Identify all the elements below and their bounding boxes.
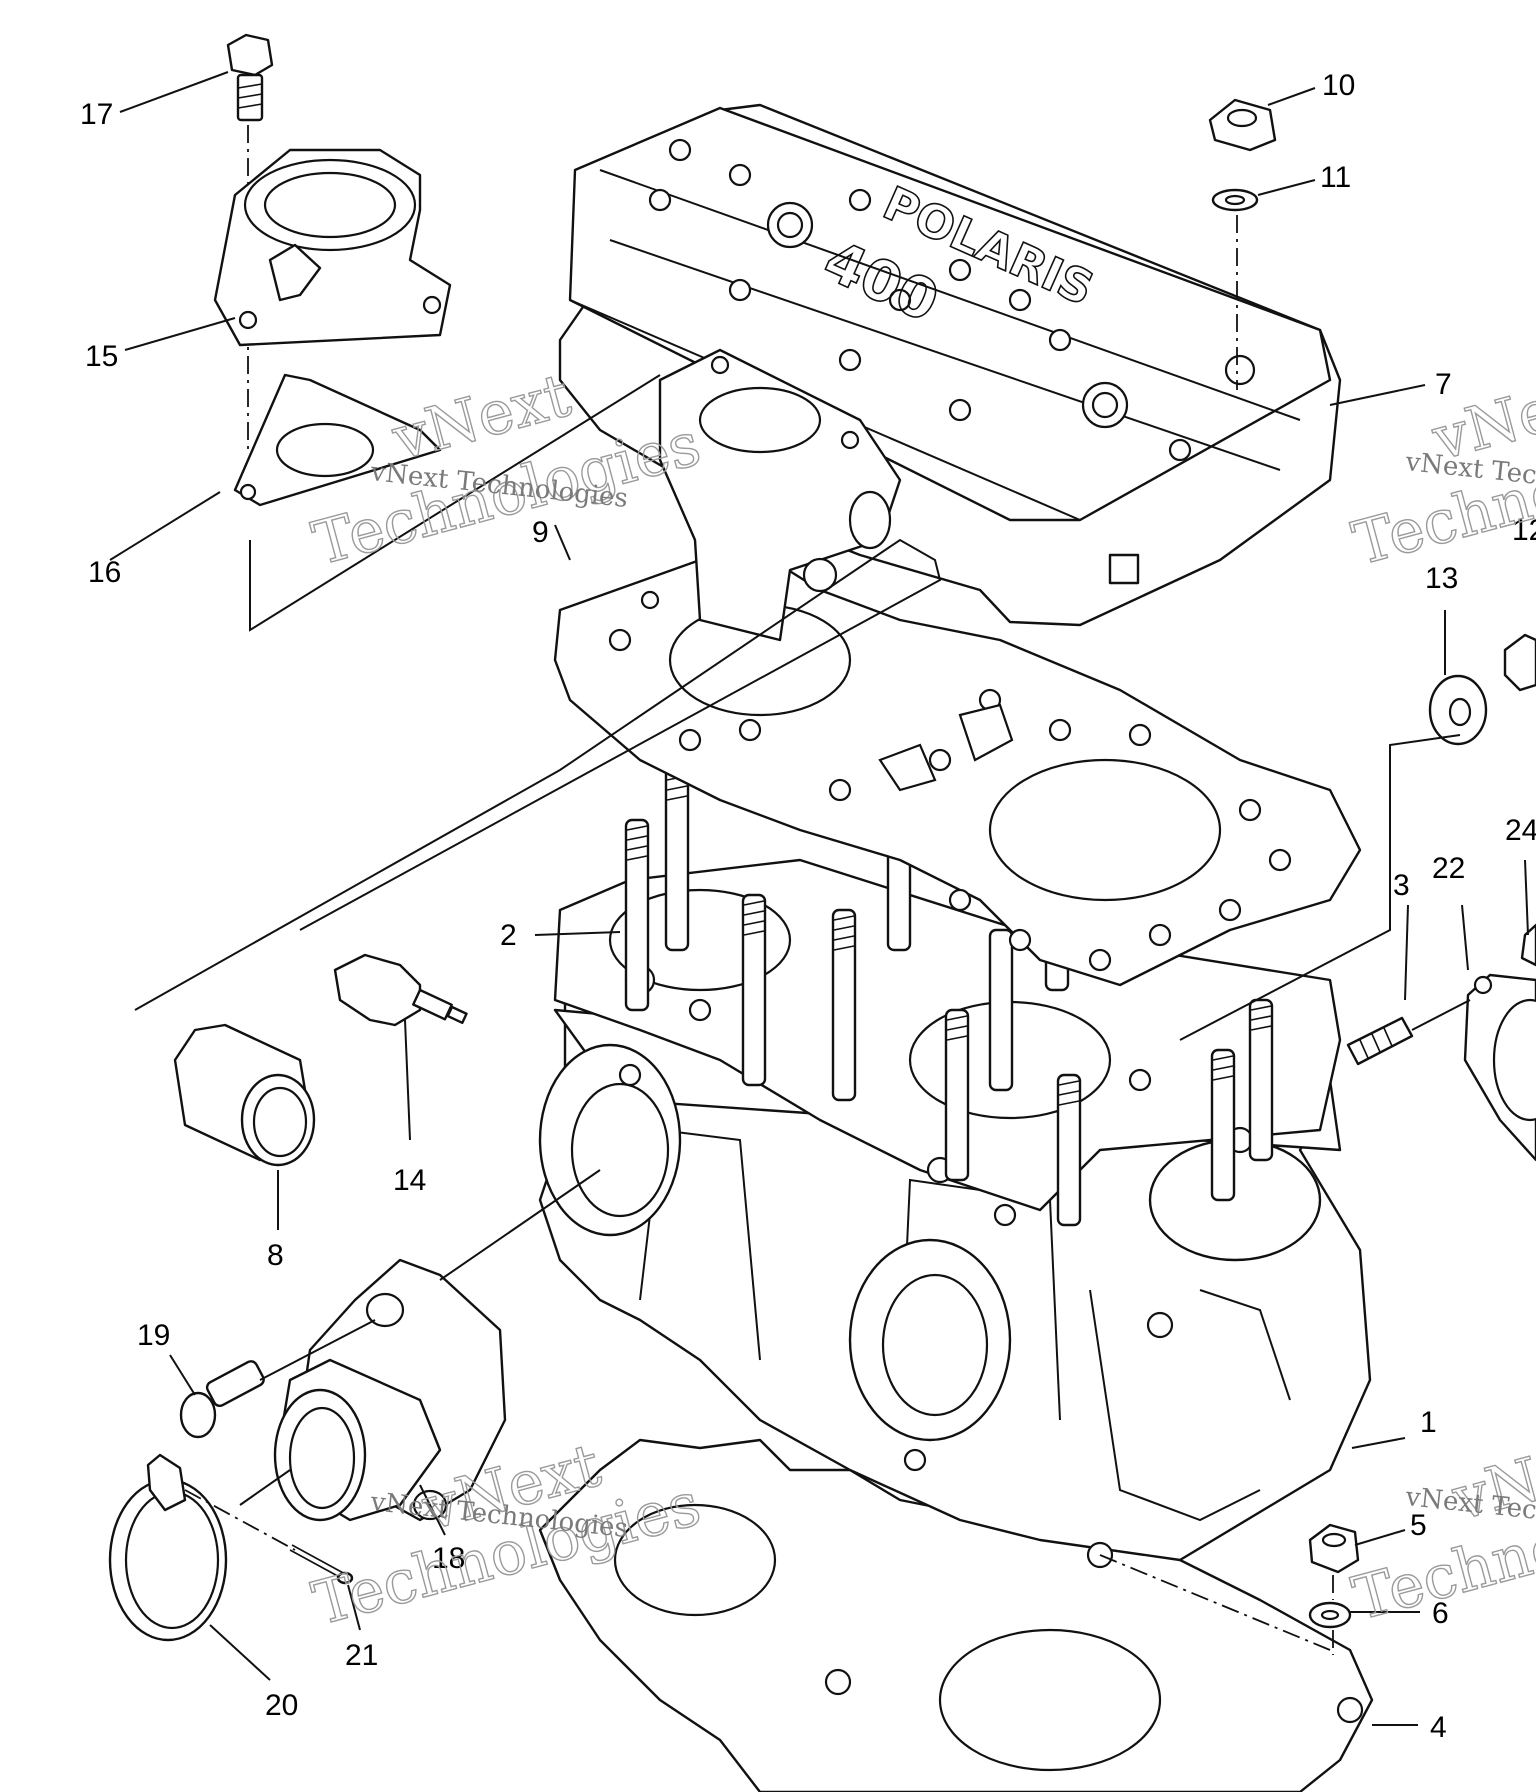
callout-13: 13 (1425, 562, 1458, 595)
screw-21 (289, 1544, 354, 1585)
gasket-16 (233, 373, 442, 507)
callout-9: 9 (532, 516, 549, 549)
callout-6: 6 (1432, 1597, 1449, 1630)
head-gasket (553, 558, 1362, 987)
washer-6 (1308, 1601, 1352, 1629)
callout-7: 7 (1435, 368, 1452, 401)
callout-1: 1 (1420, 1406, 1437, 1439)
washer-11 (1211, 188, 1259, 212)
callout-17: 17 (80, 98, 113, 131)
outlet-housing (658, 348, 902, 642)
callout-labels: 1 2 3 4 5 6 7 8 9 10 11 12 13 14 15 16 1… (80, 69, 1536, 1744)
callout-18: 18 (432, 1542, 465, 1575)
callout-15: 15 (85, 340, 118, 373)
callout-4: 4 (1430, 1711, 1447, 1744)
callout-16: 16 (88, 556, 121, 589)
stud-3 (1346, 1016, 1414, 1066)
intake-manifold (273, 1258, 507, 1522)
callout-19: 19 (137, 1319, 170, 1352)
nut-10 (1208, 98, 1277, 152)
part-24 (1520, 923, 1536, 967)
leader-lines (109, 71, 1529, 1726)
callout-3: 3 (1393, 869, 1410, 902)
gasket-22 (1463, 973, 1536, 1162)
callout-5: 5 (1410, 1509, 1427, 1542)
water-elbow-15 (213, 148, 452, 347)
clamp-20 (108, 1453, 228, 1642)
callout-14: 14 (393, 1164, 426, 1197)
callout-12: 12 (1512, 514, 1536, 547)
callout-21: 21 (345, 1639, 378, 1672)
callout-2: 2 (500, 919, 517, 952)
base-gasket (538, 1438, 1374, 1792)
callout-10: 10 (1322, 69, 1355, 102)
callout-11: 11 (1320, 161, 1351, 194)
bolt-12 (1503, 633, 1536, 692)
callout-22: 22 (1432, 852, 1465, 885)
nut-5 (1308, 1523, 1360, 1574)
callout-24: 24 (1505, 814, 1536, 847)
callout-20: 20 (265, 1689, 298, 1722)
bolt-19 (179, 1360, 265, 1439)
washer-13 (1428, 674, 1488, 746)
cylinder-head-cover: POLARIS 400 (558, 103, 1342, 627)
temp-sensor-14 (333, 953, 468, 1027)
bolt-17 (226, 33, 274, 122)
plug-8 (173, 1023, 316, 1167)
callout-8: 8 (267, 1239, 284, 1272)
